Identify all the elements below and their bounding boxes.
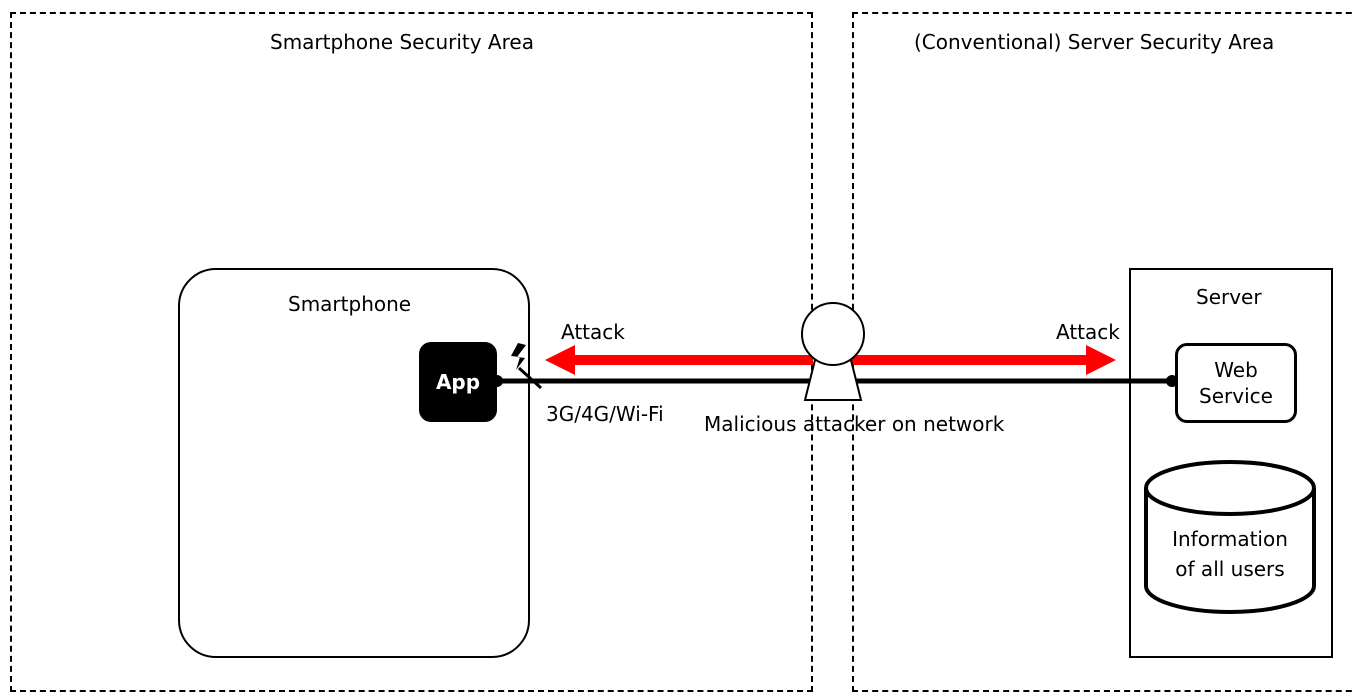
- attack-arrow-right-shaft: [845, 355, 1088, 365]
- smartphone-security-area-title: Smartphone Security Area: [270, 30, 534, 54]
- attack-arrow-left-shaft: [573, 355, 813, 365]
- database-label-line1: Information: [1172, 527, 1288, 551]
- database-label-line2: of all users: [1175, 557, 1285, 581]
- connection-endpoint-left: [491, 375, 503, 387]
- attack-right-label: Attack: [1056, 320, 1120, 344]
- server-label: Server: [1196, 285, 1262, 309]
- server-security-area-title: (Conventional) Server Security Area: [914, 30, 1275, 54]
- database-label: Information of all users: [1146, 524, 1314, 584]
- connection-endpoint-right: [1166, 375, 1178, 387]
- attacker-label: Malicious attacker on network: [704, 412, 1005, 436]
- web-service-box: Web Service: [1175, 343, 1297, 423]
- smartphone-box: [178, 268, 530, 658]
- web-service-label-line2: Service: [1199, 384, 1273, 408]
- smartphone-label: Smartphone: [288, 292, 412, 316]
- attack-arrow-left-head: [545, 345, 575, 375]
- lightning-icon: [511, 343, 526, 370]
- attack-left-label: Attack: [561, 320, 625, 344]
- security-diagram: Smartphone Security Area (Conventional) …: [10, 12, 1352, 692]
- diagram-graphics: [491, 302, 1316, 614]
- lightning-tail: [517, 366, 543, 390]
- app-box: App: [419, 342, 497, 422]
- database-cylinder-top: [1144, 460, 1316, 516]
- connection-type-label: 3G/4G/Wi-Fi: [546, 402, 664, 426]
- database-cylinder-body: [1144, 488, 1316, 614]
- web-service-label-line1: Web: [1214, 358, 1258, 382]
- attacker-head-icon: [801, 302, 865, 366]
- app-label: App: [435, 370, 481, 394]
- attack-arrow-right-head: [1086, 345, 1116, 375]
